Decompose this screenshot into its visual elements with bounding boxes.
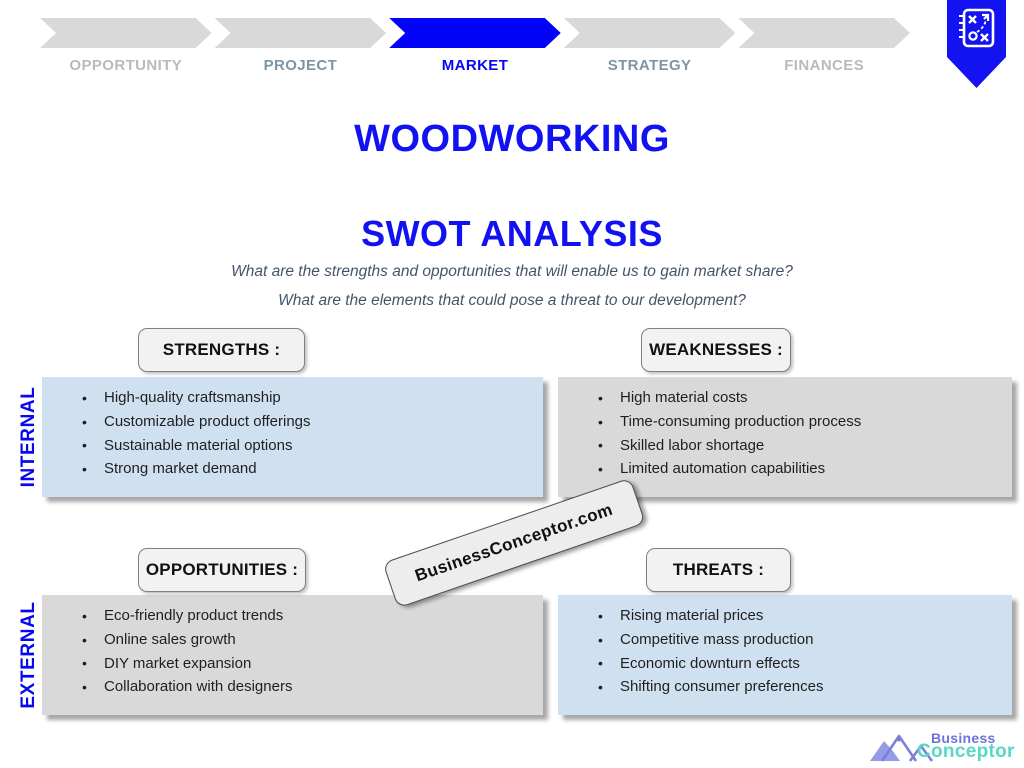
step-label: STRATEGY [607,57,692,74]
bullet-icon: • [598,413,603,430]
threats-header: THREATS : [646,548,791,592]
bullet-icon: • [598,460,603,477]
business-conceptor-logo: Business Conceptor [868,727,1018,767]
strengths-list: •High-quality craftsmanship •Customizabl… [42,377,543,481]
step-strategy: STRATEGY [564,18,736,74]
chevron-shape [564,18,736,48]
internal-row-label: INTERNAL [18,386,39,488]
step-label: FINANCES [784,57,865,74]
chevron-shape [738,18,910,48]
chevron-row: OPPORTUNITY PROJECT MARKET STRATEGY FINA… [40,18,910,74]
list-item: •Competitive mass production [598,631,814,649]
bullet-icon: • [82,655,87,672]
threats-list: •Rising material prices •Competitive mas… [558,595,1012,699]
bullet-icon: • [598,655,603,672]
logo-text-conceptor: Conceptor [917,741,1015,762]
bullet-icon: • [82,631,87,648]
watermark-badge: BusinessConceptor.com [382,477,646,609]
list-item: •Sustainable material options [82,436,293,454]
bullet-icon: • [82,678,87,695]
list-item: •High-quality craftsmanship [82,389,281,407]
question-line-2: What are the elements that could pose a … [278,292,746,309]
page-title: WOODWORKING [354,118,670,160]
threats-panel: •Rising material prices •Competitive mas… [558,595,1012,715]
weaknesses-header: WEAKNESSES : [641,328,791,372]
opportunities-list: •Eco-friendly product trends •Online sal… [42,595,543,699]
step-label: OPPORTUNITY [69,57,183,74]
bullet-icon: • [598,437,603,454]
step-project: PROJECT [215,18,387,74]
bullet-icon: • [82,460,87,477]
list-item: •Rising material prices [598,607,764,625]
step-market-active: MARKET [389,18,561,74]
list-item: •Shifting consumer preferences [598,678,824,696]
weaknesses-panel: •High material costs •Time-consuming pro… [558,377,1012,497]
chevron-shape [389,18,561,48]
list-item: •Collaboration with designers [82,678,293,696]
chevron-shape [40,18,212,48]
step-label: PROJECT [263,57,338,74]
section-title: SWOT ANALYSIS [361,213,663,254]
opportunities-panel: •Eco-friendly product trends •Online sal… [42,595,543,715]
step-label: MARKET [441,57,509,74]
strengths-header: STRENGTHS : [138,328,305,372]
list-item: •Economic downturn effects [598,654,800,672]
bullet-icon: • [598,607,603,624]
bullet-icon: • [82,607,87,624]
bullet-icon: • [598,678,603,695]
strategy-playbook-icon [947,0,1006,90]
strengths-panel: •High-quality craftsmanship •Customizabl… [42,377,543,497]
question-line-1: What are the strengths and opportunities… [231,263,793,280]
list-item: •DIY market expansion [82,654,252,672]
chevron-shape [215,18,387,48]
external-row-label: EXTERNAL [18,601,39,709]
list-item: •Strong market demand [82,460,257,478]
bullet-icon: • [82,413,87,430]
list-item: •Online sales growth [82,631,236,649]
step-finances: FINANCES [738,18,910,74]
list-item: •Limited automation capabilities [598,460,826,478]
list-item: •Skilled labor shortage [598,436,765,454]
opportunities-header: OPPORTUNITIES : [138,548,306,592]
list-item: •Customizable product offerings [82,413,311,431]
list-item: •Eco-friendly product trends [82,607,284,625]
logo-text-business: Business [931,730,996,746]
bullet-icon: • [82,437,87,454]
bullet-icon: • [598,389,603,406]
progress-bar: OPPORTUNITY PROJECT MARKET STRATEGY FINA… [40,18,910,74]
bullet-icon: • [598,631,603,648]
list-item: •High material costs [598,389,748,407]
mountains-icon [870,734,934,762]
bullet-icon: • [82,389,87,406]
step-opportunity: OPPORTUNITY [40,18,212,74]
weaknesses-list: •High material costs •Time-consuming pro… [558,377,1012,481]
list-item: •Time-consuming production process [598,413,862,431]
